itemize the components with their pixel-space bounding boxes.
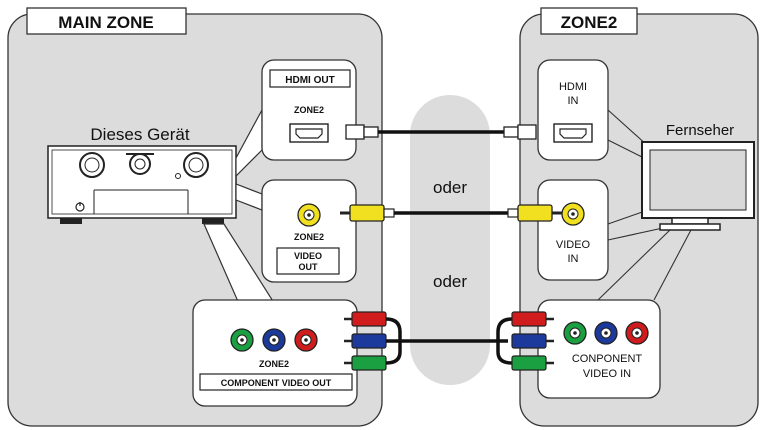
- component-in-blue-jack-icon: [594, 321, 618, 345]
- component-out-green-jack-icon: [230, 328, 254, 352]
- main-zone-title: MAIN ZONE: [58, 13, 153, 32]
- hdmi-out-label-box: [269, 69, 351, 88]
- zone2-tab: [540, 7, 638, 35]
- video-in-jack-icon: [561, 202, 585, 226]
- component-in-label-line1: CONPONENT: [572, 353, 643, 365]
- main-zone-tab: [26, 7, 187, 35]
- component-out-blue-jack-icon: [262, 328, 286, 352]
- tv-callout-component: [597, 227, 673, 301]
- component-cable: [344, 311, 554, 371]
- video-out-label-line1: VIDEO: [294, 251, 322, 261]
- tv-icon: [641, 141, 755, 231]
- component-out-red-jack-icon: [294, 328, 318, 352]
- video-in-label-line2: IN: [568, 253, 579, 265]
- or-label-1: oder: [433, 178, 467, 197]
- or-label-2: oder: [433, 272, 467, 291]
- tv-label: Fernseher: [666, 122, 734, 139]
- tv-callout-component-right: [653, 227, 693, 301]
- hdmi-in-port-icon: [553, 123, 593, 143]
- hdmi-in-label-line1: HDMI: [559, 81, 587, 93]
- component-in-panel: [537, 299, 661, 399]
- component-in-label-line2: VIDEO IN: [583, 368, 631, 380]
- component-in-red-jack-icon: [625, 321, 649, 345]
- component-in-green-jack-icon: [563, 321, 587, 345]
- hdmi-in-panel: [537, 59, 609, 161]
- video-cable: [340, 204, 562, 222]
- receiver-device: [47, 145, 237, 224]
- or-separator: [410, 95, 490, 385]
- tv-callout-hdmi: [607, 109, 649, 147]
- video-in-panel: [537, 179, 609, 281]
- video-in-label-line1: VIDEO: [556, 239, 591, 251]
- hdmi-out-zone-label: ZONE2: [294, 105, 324, 115]
- hdmi-out-port-icon: [289, 123, 329, 143]
- hdmi-cable: [345, 124, 537, 140]
- receiver-label: Dieses Gerät: [90, 125, 189, 144]
- hdmi-out-label: HDMI OUT: [285, 75, 334, 86]
- video-out-zone-label: ZONE2: [294, 232, 324, 242]
- component-out-label-box: [199, 373, 353, 391]
- component-out-label: COMPONENT VIDEO OUT: [221, 378, 332, 388]
- hdmi-in-label-line2: IN: [568, 95, 579, 107]
- component-out-zone-label: ZONE2: [259, 359, 289, 369]
- video-out-label-box: [276, 247, 340, 275]
- zone2-title: ZONE2: [561, 13, 618, 32]
- video-out-jack-icon: [297, 203, 321, 227]
- video-out-label-line2: OUT: [299, 262, 319, 272]
